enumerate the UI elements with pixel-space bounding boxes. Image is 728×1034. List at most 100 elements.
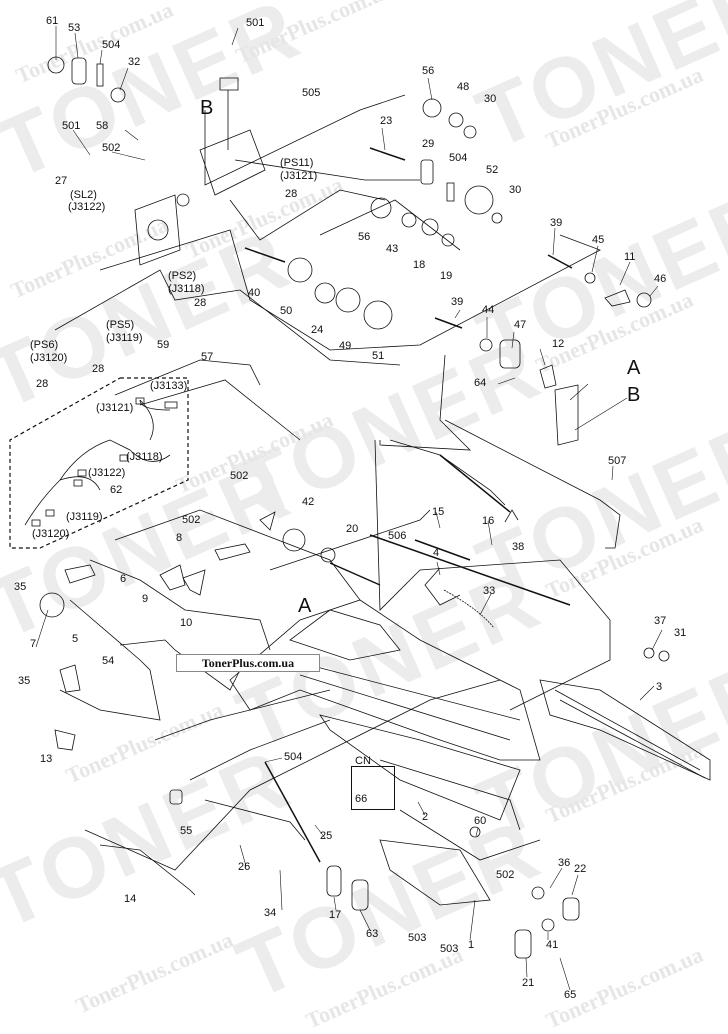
label-501: 501 bbox=[62, 120, 81, 132]
label-503: 503 bbox=[408, 932, 427, 944]
label-11: 11 bbox=[624, 251, 636, 263]
label-60: 60 bbox=[474, 815, 487, 827]
label-B: B bbox=[200, 97, 214, 119]
label-28: 28 bbox=[194, 297, 207, 309]
label-16: 16 bbox=[482, 515, 495, 527]
label-39: 39 bbox=[550, 217, 563, 229]
label-3: 3 bbox=[656, 681, 663, 693]
label-28: 28 bbox=[285, 188, 298, 200]
label-32: 32 bbox=[128, 56, 141, 68]
label-502: 502 bbox=[230, 470, 249, 482]
label-21: 21 bbox=[522, 977, 535, 989]
label-40: 40 bbox=[248, 287, 261, 299]
label-38: 38 bbox=[512, 541, 525, 553]
label-505: 505 bbox=[302, 87, 321, 99]
label-ps11: (PS11) bbox=[280, 157, 314, 169]
diagram-drawing bbox=[9, 26, 711, 991]
label-47: 47 bbox=[514, 319, 527, 331]
site-banner: TonerPlus.com.ua bbox=[176, 654, 320, 672]
label-8: 8 bbox=[176, 532, 183, 544]
label-56: 56 bbox=[358, 231, 371, 243]
label-24: 24 bbox=[311, 324, 324, 336]
label-31: 31 bbox=[674, 627, 687, 639]
label-j3119: (J3119) bbox=[106, 332, 143, 344]
label-ps5: (PS5) bbox=[106, 319, 135, 331]
label-35: 35 bbox=[18, 675, 31, 687]
label-33: 33 bbox=[483, 585, 496, 597]
group-outline-lines bbox=[54, 94, 611, 871]
levers-and-brackets bbox=[54, 289, 631, 751]
label-j3133: (J3133) bbox=[150, 380, 188, 392]
gears-and-rollers bbox=[39, 56, 670, 959]
label-12: 12 bbox=[552, 338, 565, 350]
label-507: 507 bbox=[608, 455, 627, 467]
label-27: 27 bbox=[55, 175, 68, 187]
label-61: 61 bbox=[46, 15, 59, 27]
label-9: 9 bbox=[142, 593, 149, 605]
label-25: 25 bbox=[320, 830, 333, 842]
label-504: 504 bbox=[102, 39, 121, 51]
label-2: 2 bbox=[422, 811, 429, 823]
label-45: 45 bbox=[592, 234, 605, 246]
label-ps2: (PS2) bbox=[168, 270, 197, 282]
harness-dashed-box bbox=[9, 377, 189, 549]
label-504: 504 bbox=[284, 751, 303, 763]
label-30: 30 bbox=[484, 93, 497, 105]
label-sl2: (SL2) bbox=[70, 189, 97, 201]
label-52: 52 bbox=[486, 164, 499, 176]
label-34: 34 bbox=[264, 907, 277, 919]
label-44: 44 bbox=[482, 304, 495, 316]
label-4: 4 bbox=[433, 547, 440, 559]
label-41: 41 bbox=[546, 939, 559, 951]
label-6: 6 bbox=[120, 573, 127, 585]
label-ps6: (PS6) bbox=[30, 339, 59, 351]
label-29: 29 bbox=[422, 138, 435, 150]
label-A: A bbox=[627, 357, 641, 379]
label-58: 58 bbox=[96, 120, 109, 132]
label-17: 17 bbox=[329, 909, 342, 921]
label-A: A bbox=[298, 595, 312, 617]
label-26: 26 bbox=[238, 861, 251, 873]
label-502: 502 bbox=[102, 142, 121, 154]
guide-rails bbox=[99, 419, 621, 896]
label-64: 64 bbox=[474, 377, 487, 389]
label-14: 14 bbox=[124, 893, 137, 905]
label-502: 502 bbox=[496, 869, 515, 881]
label-5: 5 bbox=[72, 633, 79, 645]
label-j3120: (J3120) bbox=[30, 352, 68, 364]
label-j3122: (J3122) bbox=[88, 467, 126, 479]
label-28: 28 bbox=[92, 363, 105, 375]
label-55: 55 bbox=[180, 825, 193, 837]
label-37: 37 bbox=[654, 615, 667, 627]
label-23: 23 bbox=[380, 115, 393, 127]
label-7: 7 bbox=[30, 638, 37, 650]
label-j3121: (J3121) bbox=[96, 402, 134, 414]
label-49: 49 bbox=[339, 340, 352, 352]
harness-wires bbox=[24, 397, 178, 527]
label-42: 42 bbox=[302, 496, 315, 508]
label-35: 35 bbox=[14, 581, 27, 593]
label-j3119: (J3119) bbox=[66, 511, 103, 523]
label-43: 43 bbox=[386, 243, 399, 255]
label-62: 62 bbox=[110, 484, 123, 496]
label-22: 22 bbox=[574, 863, 587, 875]
label-503: 503 bbox=[440, 943, 459, 955]
label-63: 63 bbox=[366, 928, 379, 940]
shafts bbox=[244, 147, 573, 863]
label-59: 59 bbox=[157, 339, 170, 351]
side-frame-plate bbox=[134, 77, 266, 266]
main-tray-assembly bbox=[229, 599, 711, 906]
label-502: 502 bbox=[182, 514, 201, 526]
label-13: 13 bbox=[40, 753, 53, 765]
label-51: 51 bbox=[372, 350, 385, 362]
label-20: 20 bbox=[346, 523, 359, 535]
label-501: 501 bbox=[246, 17, 265, 29]
label-54: 54 bbox=[102, 655, 115, 667]
label-15: 15 bbox=[432, 506, 445, 518]
label-56: 56 bbox=[422, 65, 435, 77]
label-j3120: (J3120) bbox=[32, 528, 70, 540]
label-57: 57 bbox=[201, 351, 214, 363]
label-50: 50 bbox=[280, 305, 293, 317]
label-28: 28 bbox=[36, 378, 49, 390]
